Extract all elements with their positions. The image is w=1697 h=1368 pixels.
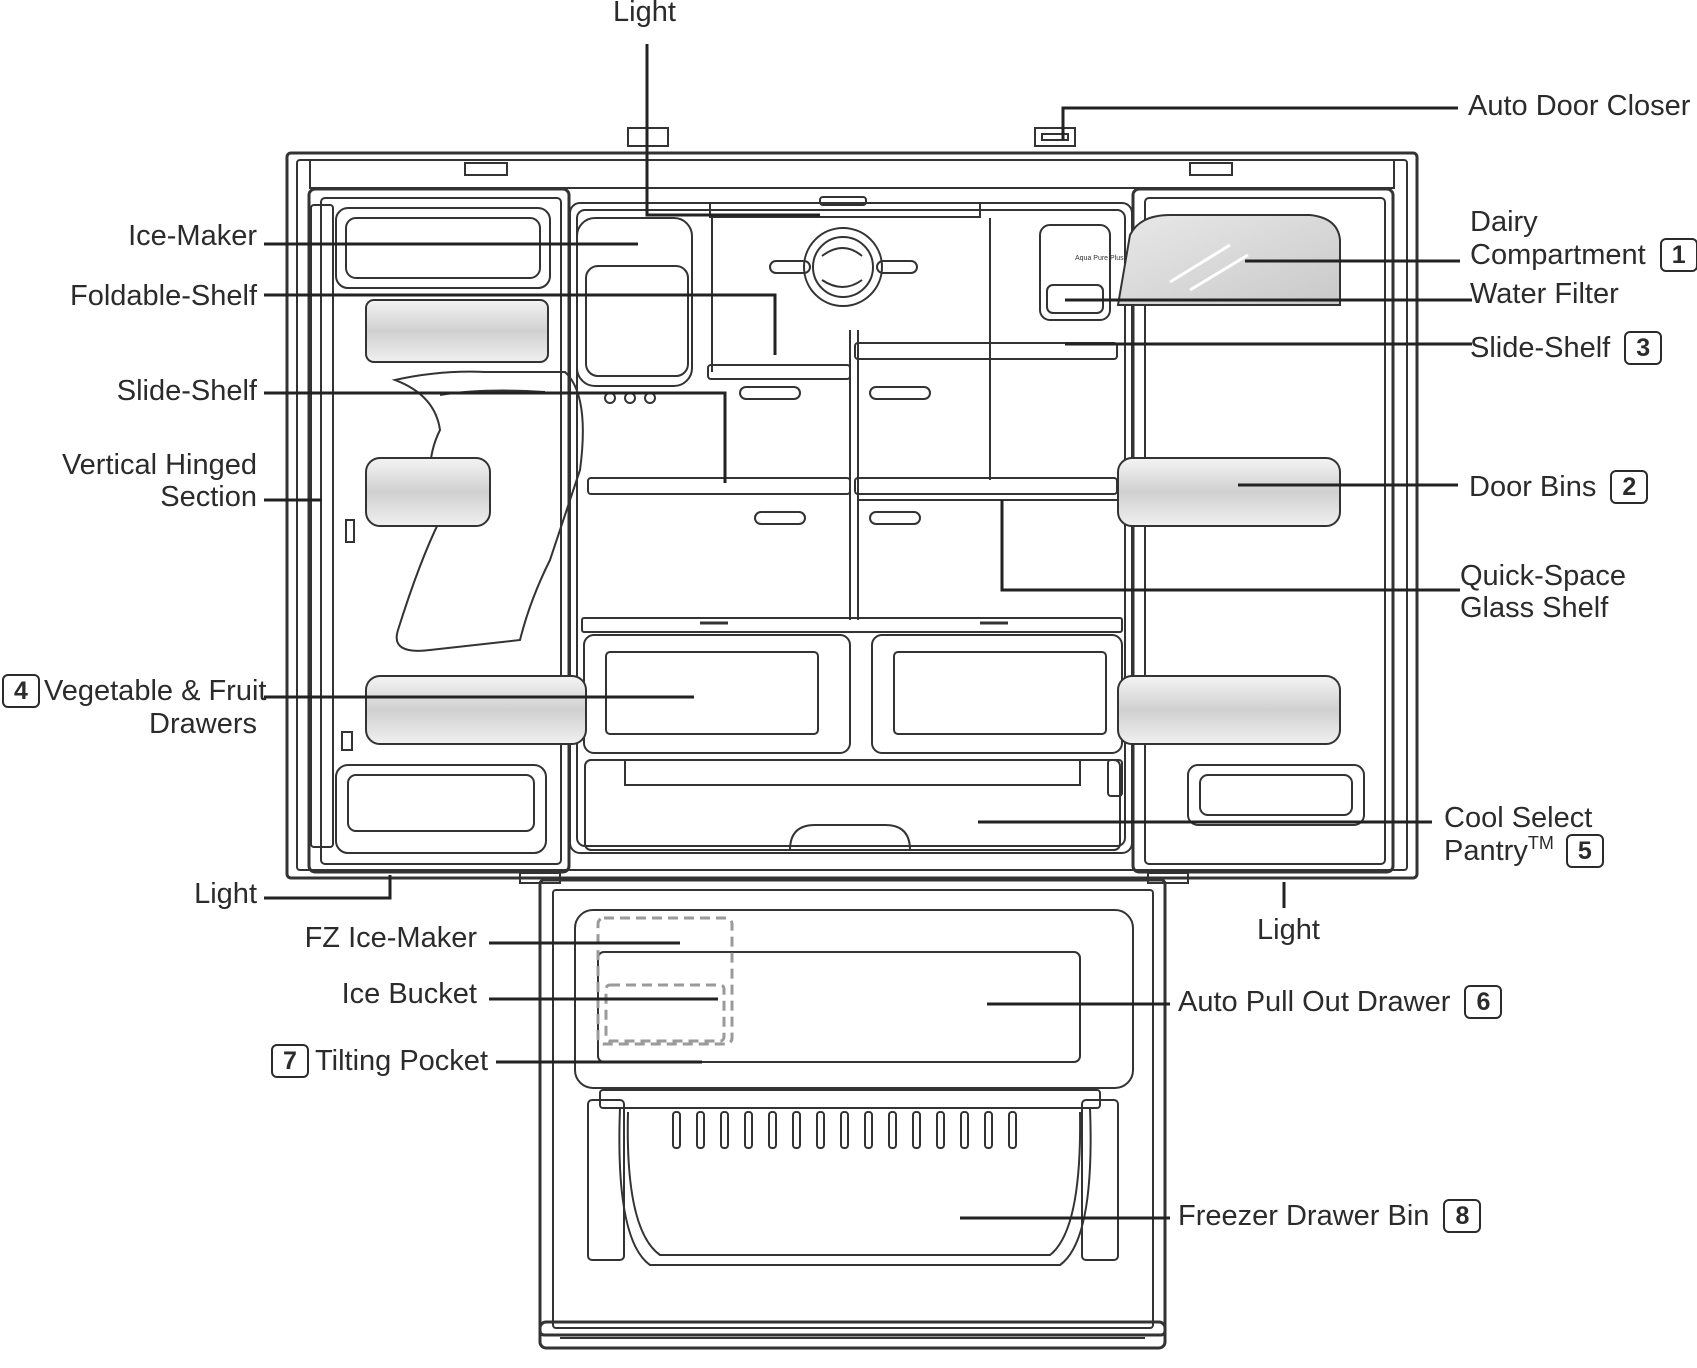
filter-brand-text: Aqua Pure Plus	[1075, 255, 1124, 262]
label-text: Water Filter	[1470, 278, 1619, 310]
label-slide-shelf-left: Slide-Shelf	[117, 375, 257, 407]
label-quick-space-glass-shelf: Quick-Space Glass Shelf	[1460, 560, 1626, 624]
label-text: Slide-Shelf	[1470, 332, 1611, 364]
label-dairy-compartment: Dairy Compartment 1	[1470, 206, 1697, 272]
freezer-bin-slots	[672, 1111, 1017, 1149]
label-text: Drawers	[149, 708, 257, 740]
number-badge: 4	[2, 674, 40, 708]
label-light-top: Light	[613, 0, 676, 28]
label-text: Light	[613, 0, 676, 28]
label-text: Door Bins	[1469, 471, 1597, 503]
label-text: Compartment	[1470, 239, 1646, 271]
number-badge: 3	[1624, 331, 1663, 365]
label-text: Dairy	[1470, 206, 1538, 238]
number-badge: 8	[1443, 1199, 1482, 1233]
dairy-compartment-shape	[1116, 214, 1341, 306]
label-text: Tilting Pocket	[315, 1045, 488, 1077]
label-text: Auto Door Closer	[1468, 90, 1691, 122]
label-foldable-shelf: Foldable-Shelf	[70, 280, 257, 312]
number-badge: 7	[271, 1044, 309, 1078]
fz-ice-maker-outline	[596, 916, 734, 1046]
label-water-filter: Water Filter	[1470, 278, 1619, 310]
label-auto-door-closer: Auto Door Closer	[1468, 90, 1690, 122]
label-text: Foldable-Shelf	[70, 280, 257, 312]
leader-lines	[264, 44, 1472, 1220]
number-badge: 5	[1565, 834, 1604, 868]
label-auto-pull-out-drawer: Auto Pull Out Drawer 6	[1178, 985, 1506, 1019]
label-fz-ice-maker: FZ Ice-Maker	[305, 922, 477, 954]
label-text: Section	[160, 481, 257, 513]
label-text: Vertical Hinged	[61, 449, 257, 481]
label-text: Light	[1257, 914, 1320, 946]
label-light-left: Light	[194, 878, 257, 910]
label-light-right: Light	[1257, 914, 1320, 946]
label-text: Pantry	[1444, 835, 1528, 867]
label-vegetable-fruit-drawers: 4 Vegetable & Fruit Drawers	[0, 674, 266, 740]
label-vertical-hinged-section: Vertical Hinged Section	[62, 449, 257, 513]
label-text: FZ Ice-Maker	[304, 922, 477, 954]
label-slide-shelf-right: Slide-Shelf 3	[1470, 331, 1666, 365]
label-text: Cool Select	[1444, 802, 1593, 834]
label-text: Ice Bucket	[341, 978, 477, 1010]
label-text: Slide-Shelf	[116, 375, 257, 407]
trademark-text: TM	[1527, 833, 1554, 853]
label-text: Vegetable & Fruit	[44, 675, 267, 707]
label-ice-maker: Ice-Maker	[128, 220, 257, 252]
label-door-bins: Door Bins 2	[1469, 470, 1652, 504]
label-text: Freezer Drawer Bin	[1178, 1200, 1430, 1232]
number-badge: 6	[1464, 985, 1503, 1019]
label-cool-select-pantry: Cool Select Pantry TM 5	[1444, 802, 1608, 868]
label-text: Glass Shelf	[1460, 592, 1609, 624]
number-badge: 1	[1659, 238, 1697, 272]
label-tilting-pocket: 7 Tilting Pocket	[267, 1044, 488, 1078]
label-text: Light	[194, 878, 257, 910]
label-ice-bucket: Ice Bucket	[342, 978, 477, 1010]
label-text: Quick-Space	[1460, 560, 1627, 592]
door-bins-shapes	[365, 299, 1341, 745]
number-badge: 2	[1610, 470, 1649, 504]
label-text: Ice-Maker	[128, 220, 257, 252]
label-freezer-drawer-bin: Freezer Drawer Bin 8	[1178, 1199, 1485, 1233]
label-text: Auto Pull Out Drawer	[1178, 986, 1451, 1018]
